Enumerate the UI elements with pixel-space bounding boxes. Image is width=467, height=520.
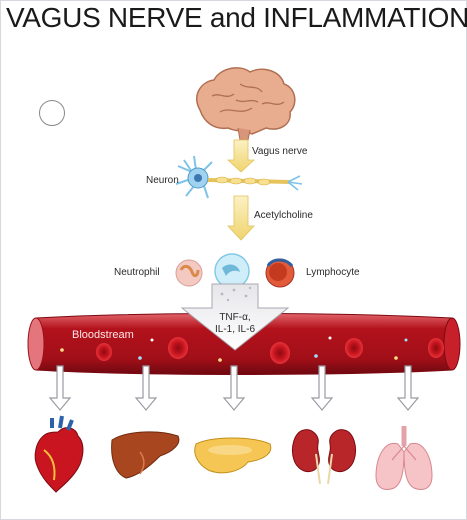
cytokines-label-line1: TNF-α,: [219, 312, 250, 323]
arrow-down-icon: [310, 365, 334, 411]
diagram-title: VAGUS NERVE and INFLAMMATION: [6, 2, 467, 33]
lymphocyte-label: Lymphocyte: [306, 267, 360, 278]
macrophage-icon: [214, 253, 250, 289]
bloodstream-label: Bloodstream: [72, 329, 134, 341]
lungs-icon: [375, 426, 433, 490]
neuron-icon: [175, 155, 303, 199]
heart-icon: [34, 415, 84, 493]
plasma-particles: [60, 336, 408, 362]
red-blood-cells: [96, 337, 444, 364]
organ-arrows: [48, 365, 420, 411]
vagus-nerve-label: Vagus nerve: [252, 146, 308, 157]
cytokines-label-line2: IL-1, IL-6: [215, 324, 255, 335]
liver-icon: [111, 431, 180, 479]
acetylcholine-label: Acetylcholine: [254, 210, 313, 221]
arrow-down-icon: [222, 365, 246, 411]
acetylcholine-arrow-icon: [227, 195, 255, 241]
brain-icon: [196, 67, 296, 141]
cytokine-arrow-icon: [180, 283, 290, 351]
neuron-label: Neuron: [146, 175, 179, 186]
arrow-down-icon: [48, 365, 72, 411]
arrow-down-icon: [134, 365, 158, 411]
kidneys-icon: [291, 429, 357, 485]
pancreas-icon: [194, 437, 272, 474]
neutrophil-icon: [175, 259, 203, 287]
vagus-arrow-icon: [226, 139, 256, 173]
radio-button[interactable]: [39, 100, 65, 126]
neutrophil-label: Neutrophil: [114, 267, 160, 278]
arrow-down-icon: [396, 365, 420, 411]
lymphocyte-icon: [265, 258, 295, 288]
